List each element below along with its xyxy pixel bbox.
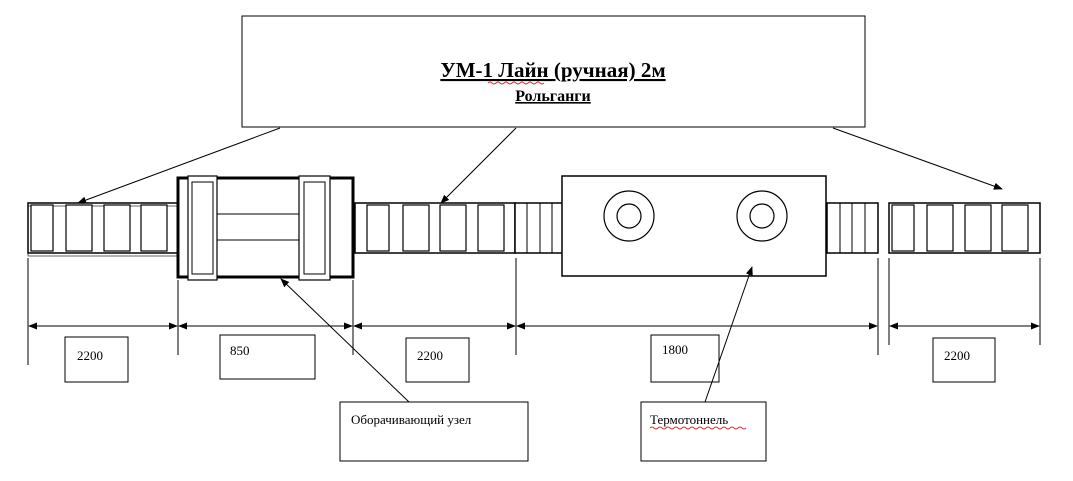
diagram-subtitle: Рольганги: [515, 88, 591, 105]
roller-conveyor-2: [354, 202, 516, 254]
spellcheck-underline: [649, 426, 747, 430]
dimension-value: 2200: [417, 348, 443, 363]
dimension-value: 2200: [944, 348, 970, 363]
thermotunnel: [514, 175, 879, 277]
callout-label: Термотоннель: [650, 412, 728, 427]
dimension-value: 850: [230, 343, 250, 358]
arrow-to-conveyor-3: [832, 127, 1003, 190]
arrow-to-wrapping-unit: [280, 278, 410, 403]
title-pointer-arrows: [77, 127, 1003, 204]
dimension-box-conveyor-2: 2200: [405, 337, 470, 383]
dimension-box-conveyor-3: 2200: [932, 337, 996, 383]
spellcheck-underline: [487, 81, 545, 85]
wrapping-unit: [176, 175, 355, 281]
arrow-to-conveyor-2: [440, 127, 517, 204]
extension-lines: [27, 258, 1041, 365]
arrow-to-conveyor-1: [77, 127, 281, 204]
dimension-box-thermotunnel: 1800: [650, 334, 720, 383]
roller-conveyor-1: [27, 202, 180, 257]
callout-thermotunnel: Термотоннель: [640, 401, 767, 462]
callout-arrows: [280, 266, 753, 403]
callout-wrapping-unit: Оборачивающий узел: [339, 401, 529, 462]
callout-label: Оборачивающий узел: [351, 412, 472, 427]
diagram-title: УМ-1 Лайн (ручная) 2м: [440, 58, 665, 82]
roller-conveyor-3: [888, 202, 1041, 254]
dimension-value: 2200: [77, 348, 103, 363]
dimension-box-wrapping-unit: 850: [219, 334, 316, 380]
title-box: УМ-1 Лайн (ручная) 2м Рольганги: [241, 15, 866, 128]
dimension-value: 1800: [662, 342, 688, 357]
arrow-to-thermotunnel: [704, 266, 753, 403]
dimension-box-conveyor-1: 2200: [64, 336, 129, 383]
